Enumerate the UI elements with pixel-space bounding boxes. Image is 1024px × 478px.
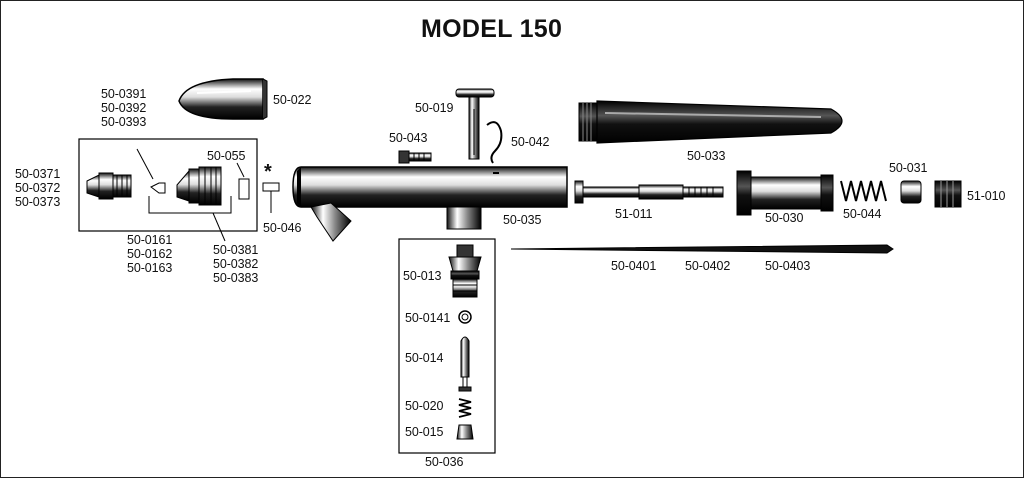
label-group-0391: 50-0391 50-0392 50-0393: [101, 87, 146, 129]
label-50-0382: 50-0382: [213, 257, 259, 271]
valve-screw-part: [456, 424, 474, 440]
label-50-033: 50-033: [687, 149, 726, 163]
label-50-0162: 50-0162: [127, 247, 173, 261]
trigger-part: [455, 88, 495, 160]
nozzle-tip-part: [136, 148, 166, 194]
label-50-0403: 50-0403: [765, 259, 811, 273]
label-50-013: 50-013: [403, 269, 442, 283]
label-50-0383: 50-0383: [213, 271, 259, 285]
valve-spring-part: [458, 398, 472, 418]
label-50-019: 50-019: [415, 101, 454, 115]
trigger-spring-part: [486, 121, 503, 164]
needle-part: [510, 244, 894, 254]
label-50-0393: 50-0393: [101, 115, 147, 129]
washer-part: [236, 162, 250, 200]
label-50-0373: 50-0373: [15, 195, 61, 209]
label-50-043: 50-043: [389, 131, 428, 145]
label-50-030: 50-030: [765, 211, 804, 225]
label-50-042: 50-042: [511, 135, 550, 149]
label-50-055: 50-055: [207, 149, 246, 163]
label-50-031: 50-031: [889, 161, 928, 175]
chucking-nut-part: [934, 180, 962, 208]
label-50-036: 50-036: [425, 455, 464, 469]
label-50-0371: 50-0371: [15, 167, 61, 181]
asterisk-marker: *: [264, 161, 272, 183]
label-51-011: 51-011: [615, 207, 653, 221]
spring-guide-part: [900, 180, 922, 204]
label-50-0402: 50-0402: [685, 259, 731, 273]
label-50-0391: 50-0391: [101, 87, 147, 101]
label-50-0141: 50-0141: [405, 311, 451, 325]
airbrush-body-part: [292, 166, 568, 242]
valve-stem-part: [458, 336, 472, 392]
small-seal-part: [262, 182, 280, 213]
head-part: [176, 166, 222, 206]
label-50-020: 50-020: [405, 399, 444, 413]
label-50-0161: 50-0161: [127, 233, 173, 247]
air-valve-box: [398, 238, 496, 454]
nozzle-cap-part: [86, 172, 132, 200]
label-50-046: 50-046: [263, 221, 302, 235]
label-50-0381: 50-0381: [213, 243, 259, 257]
label-50-0372: 50-0372: [15, 181, 61, 195]
screw-part: [398, 150, 432, 164]
needle-cap-part: [178, 78, 268, 120]
air-valve-part: [448, 244, 482, 298]
label-50-035: 50-035: [503, 213, 542, 227]
needle-spring-part: [840, 180, 887, 202]
spring-tube-part: [736, 170, 834, 216]
label-50-044: 50-044: [843, 207, 882, 221]
label-50-0401: 50-0401: [611, 259, 657, 273]
label-51-010: 51-010: [967, 189, 1006, 203]
handle-part: [578, 100, 843, 144]
needle-chucking-guide-part: [574, 180, 724, 204]
label-group-0371: 50-0371 50-0372 50-0373: [15, 167, 60, 209]
label-50-015: 50-015: [405, 425, 444, 439]
label-50-014: 50-014: [405, 351, 444, 365]
o-ring-part: [458, 310, 472, 324]
page-title: MODEL 150: [421, 15, 563, 43]
head-assembly-box: [78, 138, 258, 242]
label-50-022: 50-022: [273, 93, 312, 107]
label-group-0161: 50-0161 50-0162 50-0163: [127, 233, 172, 275]
label-50-0163: 50-0163: [127, 261, 173, 275]
label-50-0392: 50-0392: [101, 101, 147, 115]
label-group-0381: 50-0381 50-0382 50-0383: [213, 243, 258, 285]
